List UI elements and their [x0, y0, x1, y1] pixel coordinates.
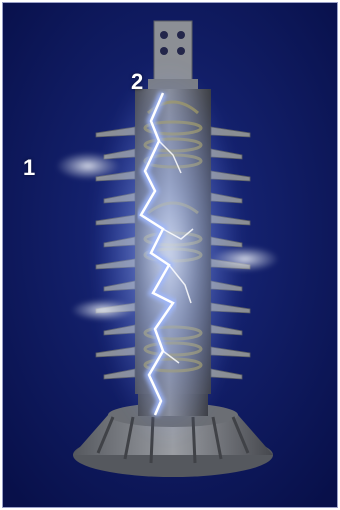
insulator-illustration: [3, 3, 338, 508]
label-1: 1: [23, 155, 35, 181]
label-2: 2: [131, 69, 143, 95]
